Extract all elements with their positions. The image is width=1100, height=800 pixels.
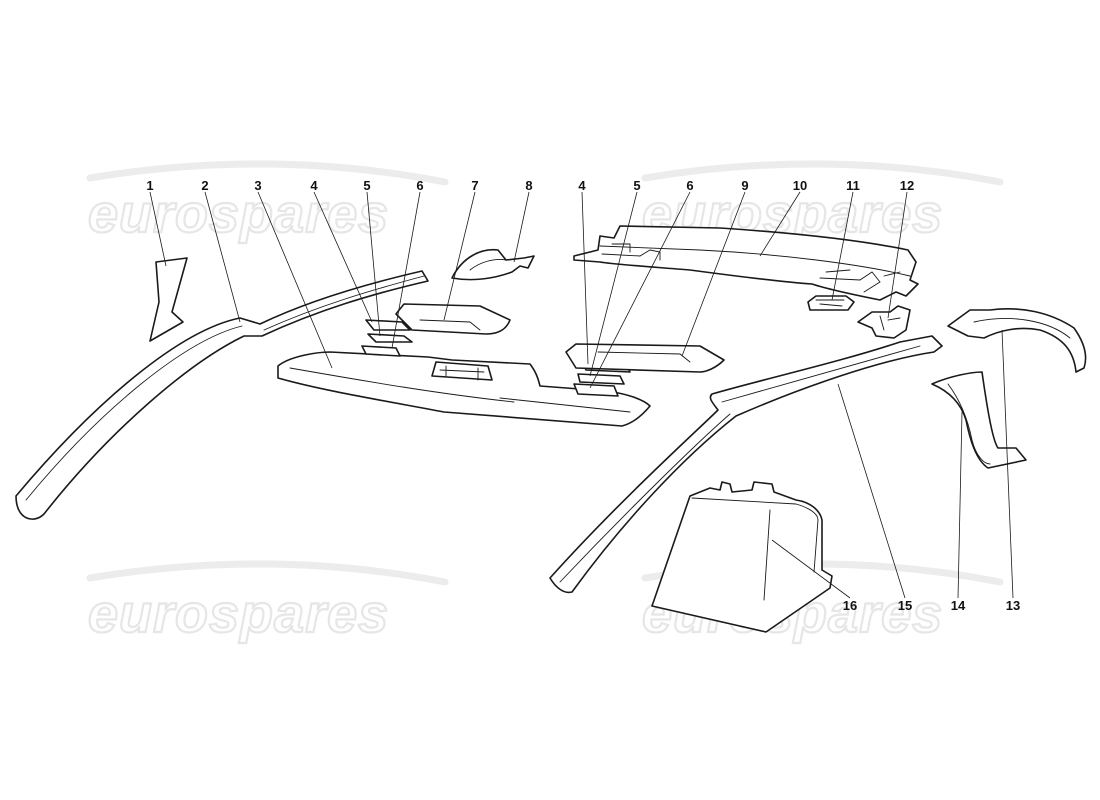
- callout-15: 15: [898, 598, 912, 613]
- part-3-front-headliner: [277, 351, 651, 427]
- watermark-swoosh: [86, 560, 449, 586]
- leader-16: [771, 539, 851, 599]
- callout-1: 1: [146, 178, 153, 193]
- leader-9: [681, 191, 746, 357]
- callout-11: 11: [846, 178, 860, 193]
- callout-6-left: 6: [416, 178, 423, 193]
- leader-11: [831, 191, 854, 301]
- part-4-5-6-left-small-parts: [361, 319, 413, 357]
- callout-6-right: 6: [686, 178, 693, 193]
- callout-9: 9: [741, 178, 748, 193]
- leader-3: [257, 191, 333, 369]
- leader-1: [149, 191, 167, 267]
- part-8-mirror-cover: [451, 249, 535, 281]
- callout-2: 2: [201, 178, 208, 193]
- part-13-rear-pillar-trim: [947, 308, 1087, 373]
- callout-13: 13: [1006, 598, 1020, 613]
- watermark-swoosh: [86, 160, 449, 186]
- leader-10: [759, 191, 801, 257]
- callout-4-right: 4: [578, 178, 586, 193]
- callout-12: 12: [900, 178, 914, 193]
- callout-14: 14: [951, 598, 966, 613]
- part-15-right-pillar-trim: [549, 335, 943, 594]
- leader-6-left: [391, 191, 421, 349]
- callout-8: 8: [525, 178, 532, 193]
- part-10-rear-header-panel: [573, 225, 919, 301]
- leader-5-left: [366, 191, 381, 337]
- watermark-text: eurospares: [88, 584, 389, 644]
- part-16-cover-box: [651, 481, 833, 633]
- leader-7: [443, 191, 476, 321]
- leader-14: [957, 411, 963, 599]
- part-1-trim-piece: [149, 257, 188, 342]
- leader-13: [1001, 329, 1014, 599]
- watermark-text: eurospares: [88, 184, 389, 244]
- leader-6-right: [589, 191, 691, 389]
- leader-15: [837, 383, 906, 599]
- leader-8: [513, 191, 530, 263]
- watermark-bottom-left: eurospares: [86, 560, 449, 645]
- callout-5-right: 5: [633, 178, 640, 193]
- leader-4-right: [581, 191, 589, 365]
- leader-lines: [149, 191, 1014, 599]
- part-9-sun-visor-right: [565, 343, 725, 373]
- watermark-top-left: eurospares: [86, 160, 449, 245]
- leader-4-left: [313, 191, 373, 323]
- callout-labels: 1 2 3 4 5 6 7 8 4 5 6 9 10 11 12 13 14 1…: [146, 178, 1020, 613]
- watermark-swoosh: [641, 160, 1004, 186]
- callout-16: 16: [843, 598, 857, 613]
- callout-5-left: 5: [363, 178, 370, 193]
- leader-5-right: [589, 191, 638, 377]
- part-7-sun-visor-left: [395, 303, 511, 335]
- callout-10: 10: [793, 178, 807, 193]
- part-2-a-pillar-trim: [15, 270, 429, 520]
- callout-3: 3: [254, 178, 261, 193]
- callout-4-left: 4: [310, 178, 318, 193]
- part-14-quarter-trim: [931, 371, 1027, 469]
- part-12-bracket: [857, 305, 911, 339]
- part-11-clip: [807, 295, 855, 311]
- leader-12: [887, 191, 908, 319]
- leader-2: [204, 191, 241, 323]
- callout-7: 7: [471, 178, 478, 193]
